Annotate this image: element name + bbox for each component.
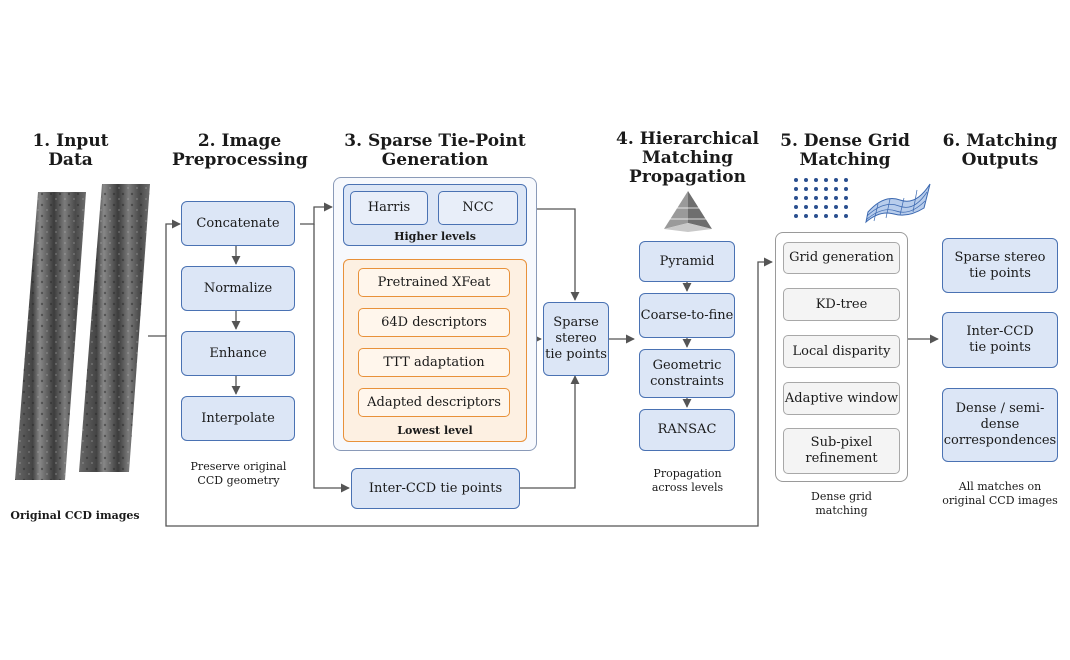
sparse-stereo-line3: tie points <box>545 347 607 362</box>
hierarchical-title-line1: 4. Hierarchical <box>616 129 759 149</box>
mesh-surface-icon <box>865 183 931 224</box>
preprocessing-caption-line2: CCD geometry <box>197 474 280 487</box>
hierarchical-title-line3: Propagation <box>629 167 746 187</box>
sparse-title-line1: 3. Sparse Tie-Point <box>344 131 526 151</box>
step-interpolate: Interpolate <box>181 396 295 441</box>
lowest-level-label: Lowest level <box>397 424 473 437</box>
step-concatenate: Concatenate <box>181 201 295 246</box>
output-inter-ccd: Inter-CCD tie points <box>942 312 1058 368</box>
dense-caption: Dense grid matching <box>783 490 900 518</box>
hierarchical-caption: Propagation across levels <box>630 467 745 495</box>
outputs-caption-line1: All matches on <box>958 480 1042 493</box>
hierarchical-title-line2: Matching <box>641 148 734 168</box>
pretrained-xfeat-box: Pretrained XFeat <box>358 268 510 297</box>
coarse-to-fine-step: Coarse-to-fine <box>639 293 735 338</box>
hierarchical-title: 4. Hierarchical Matching Propagation <box>615 130 760 187</box>
sparse-title: 3. Sparse Tie-Point Generation <box>340 132 530 170</box>
adapted-descriptors-box: Adapted descriptors <box>358 388 510 417</box>
dot-grid-icon <box>794 178 848 218</box>
inter-ccd-box: Inter-CCD tie points <box>351 468 520 509</box>
ccd-strip-image <box>15 184 150 480</box>
input-caption: Original CCD images <box>10 509 140 522</box>
output-sparse-stereo: Sparse stereo tie points <box>942 238 1058 293</box>
outputs-title: 6. Matching Outputs <box>935 132 1065 170</box>
outputs-caption-line2: original CCD images <box>942 494 1058 507</box>
sparse-stereo-line1: Sparse <box>553 315 599 330</box>
dense-caption-line2: matching <box>815 504 868 517</box>
dense-caption-line1: Dense grid <box>811 490 872 503</box>
input-title: 1. Input Data <box>32 131 109 170</box>
kd-tree-step: KD-tree <box>783 288 900 321</box>
preprocessing-title-line1: 2. Image <box>197 131 282 151</box>
sparse-title-line2: Generation <box>381 150 489 170</box>
sub-pixel-refinement-step: Sub-pixel refinement <box>783 428 900 474</box>
64d-descriptors-box: 64D descriptors <box>358 308 510 337</box>
local-disparity-step: Local disparity <box>783 335 900 368</box>
outputs-title-line1: 6. Matching <box>942 131 1058 151</box>
step-enhance: Enhance <box>181 331 295 376</box>
outputs-title-line2: Outputs <box>961 150 1039 170</box>
sparse-stereo-box: Sparse stereo tie points <box>543 302 609 376</box>
grid-generation-step: Grid generation <box>783 242 900 274</box>
geometric-constraints-step: Geometric constraints <box>639 349 735 398</box>
dense-title-line1: 5. Dense Grid <box>780 131 910 151</box>
outputs-caption: All matches on original CCD images <box>937 480 1063 508</box>
adaptive-window-step: Adaptive window <box>783 382 900 415</box>
hierarchical-caption-line2: across levels <box>651 481 724 494</box>
dense-title: 5. Dense Grid Matching <box>775 132 915 170</box>
pyramid-icon <box>664 191 712 232</box>
harris-box: Harris <box>350 191 428 225</box>
ttt-adaptation-box: TTT adaptation <box>358 348 510 377</box>
preprocessing-title: 2. Image Preprocessing <box>172 131 308 170</box>
higher-levels-label: Higher levels <box>394 230 476 243</box>
ransac-step: RANSAC <box>639 409 735 451</box>
dense-title-line2: Matching <box>799 150 891 170</box>
preprocessing-title-line2: Preprocessing <box>172 150 308 170</box>
pyramid-step: Pyramid <box>639 241 735 282</box>
ncc-box: NCC <box>438 191 518 225</box>
hierarchical-caption-line1: Propagation <box>653 467 722 480</box>
preprocessing-caption: Preserve original CCD geometry <box>176 460 301 488</box>
output-dense-correspondences: Dense / semi-dense correspondences <box>942 388 1058 462</box>
sparse-stereo-line2: stereo <box>555 331 597 346</box>
preprocessing-caption-line1: Preserve original <box>190 460 287 473</box>
step-normalize: Normalize <box>181 266 295 311</box>
